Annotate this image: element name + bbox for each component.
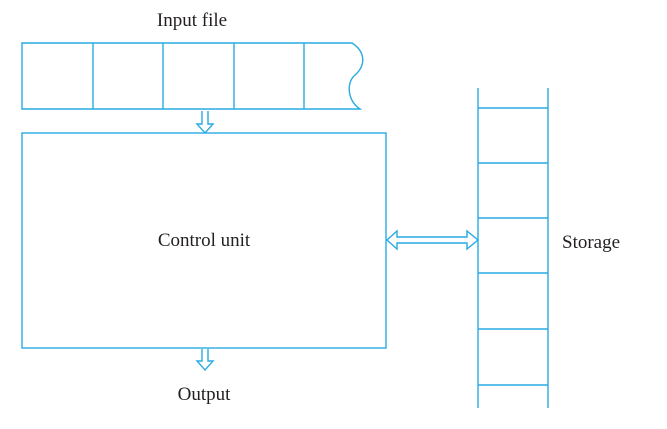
input-to-control-arrow — [195, 111, 215, 135]
control-unit-box — [21, 132, 387, 349]
control-to-output-arrow — [195, 349, 215, 372]
storage-stack — [477, 88, 549, 408]
output-label: Output — [177, 384, 231, 405]
input-tape-outline — [21, 42, 364, 110]
control-unit-label: Control unit — [157, 230, 251, 251]
input-file-label: Input file — [156, 10, 228, 31]
input-tape — [21, 42, 364, 110]
control-storage-double-arrow — [385, 229, 480, 251]
storage-label: Storage — [562, 232, 621, 253]
